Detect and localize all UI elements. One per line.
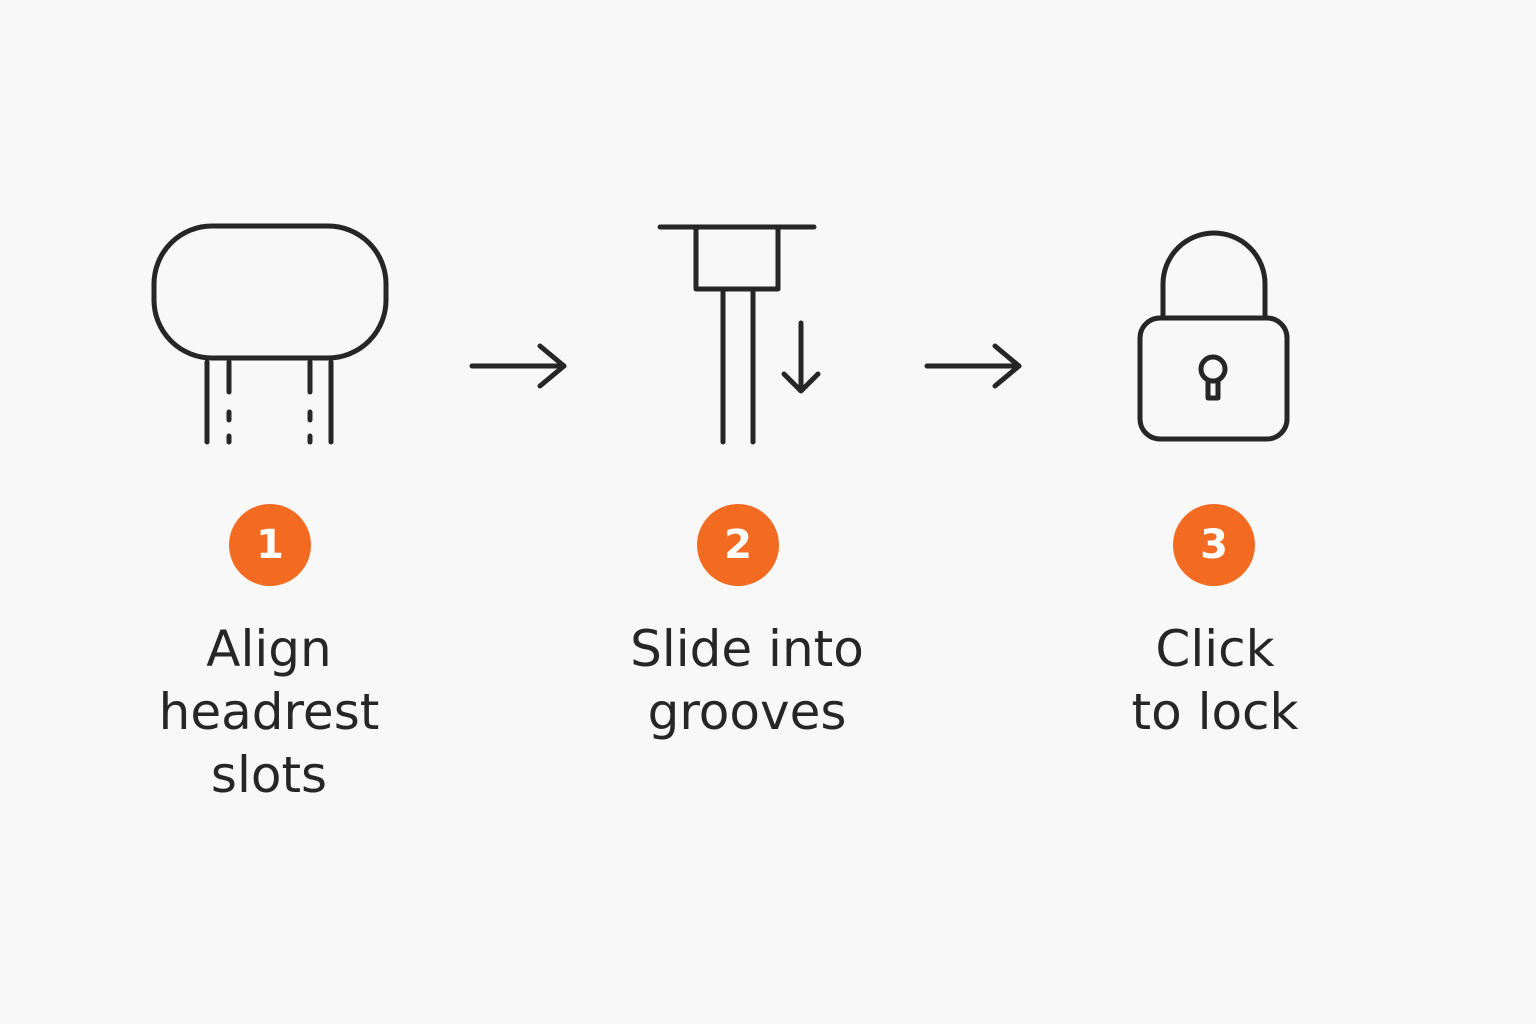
step-2-label-line: Slide into [630,620,864,678]
step-3-label-line: Click [1155,620,1275,678]
keyhole-icon [1198,354,1228,401]
step-3-label-line: to lock [1131,683,1299,741]
right-arrow-icon [469,343,567,389]
step-1-badge: 1 [229,504,311,586]
step-2-label: Slide into grooves [577,618,917,744]
step-2-badge: 2 [697,504,779,586]
step-3-number: 3 [1200,522,1228,568]
step-1-label-line: headrest [158,683,380,741]
step-2-number: 2 [724,522,752,568]
step-1-label: Align headrest slots [99,618,439,807]
step-3-label: Click to lock [1045,618,1385,744]
slide-down-post-icon [657,224,821,445]
step-1-label-line: Align [206,620,332,678]
headrest-icon [151,223,389,445]
padlock-icon [1137,230,1290,442]
right-arrow-icon [924,343,1022,389]
down-arrow-icon [781,320,821,394]
step-3-badge: 3 [1173,504,1255,586]
step-1-number: 1 [256,522,284,568]
step-1-label-line: slots [210,746,328,804]
step-2-label-line: grooves [647,683,847,741]
